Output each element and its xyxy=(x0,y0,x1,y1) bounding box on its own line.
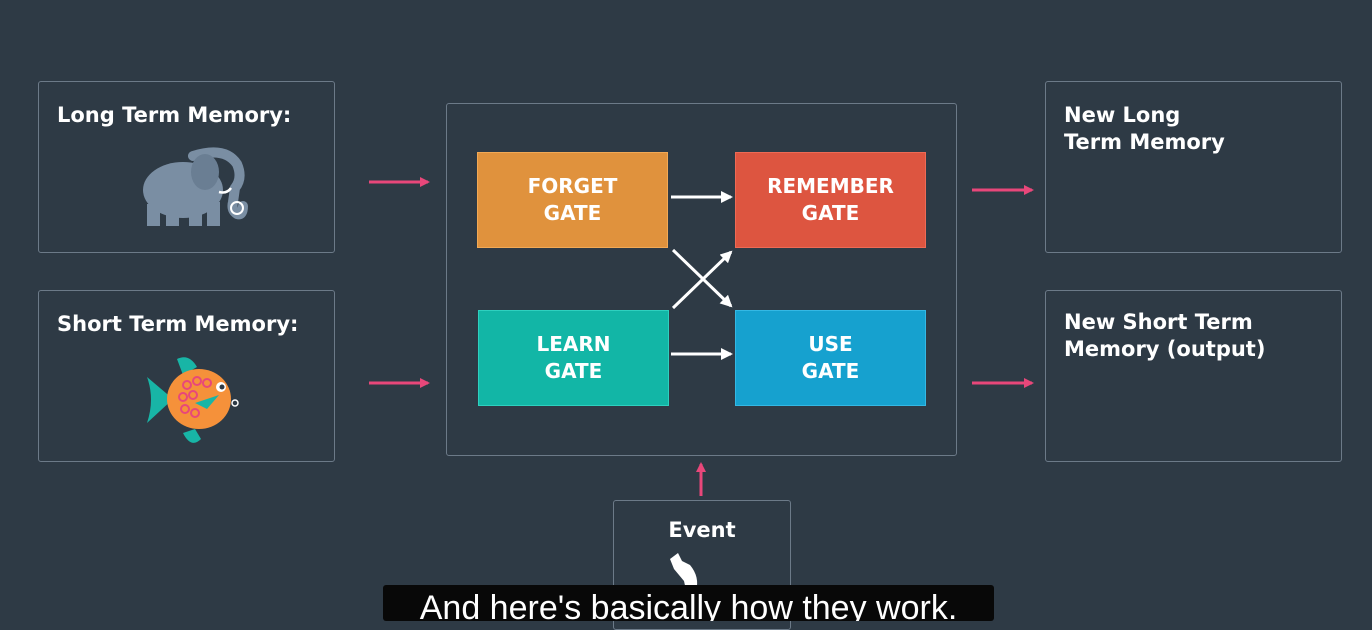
gates-container xyxy=(446,103,957,456)
short-term-memory-box: Short Term Memory: xyxy=(38,290,335,462)
remember-gate: REMEMBER GATE xyxy=(735,152,926,248)
new-short-term-memory-box: New Short Term Memory (output) xyxy=(1045,290,1342,462)
learn-gate: LEARN GATE xyxy=(478,310,669,406)
use-gate: USE GATE xyxy=(735,310,926,406)
video-caption: And here's basically how they work. xyxy=(383,585,994,621)
fish-icon xyxy=(147,357,239,443)
new-short-term-memory-label: New Short Term Memory (output) xyxy=(1064,310,1266,361)
new-long-term-memory-label: New Long Term Memory xyxy=(1064,103,1225,154)
learn-to-remember-arrow xyxy=(671,250,733,310)
elephant-icon xyxy=(143,147,248,226)
forget-gate: FORGET GATE xyxy=(477,152,668,248)
short-term-memory-label: Short Term Memory: xyxy=(57,312,299,336)
event-label: Event xyxy=(668,518,736,542)
new-long-term-memory-box: New Long Term Memory xyxy=(1045,81,1342,253)
long-term-memory-label: Long Term Memory: xyxy=(57,103,292,127)
long-term-memory-box: Long Term Memory: xyxy=(38,81,335,253)
